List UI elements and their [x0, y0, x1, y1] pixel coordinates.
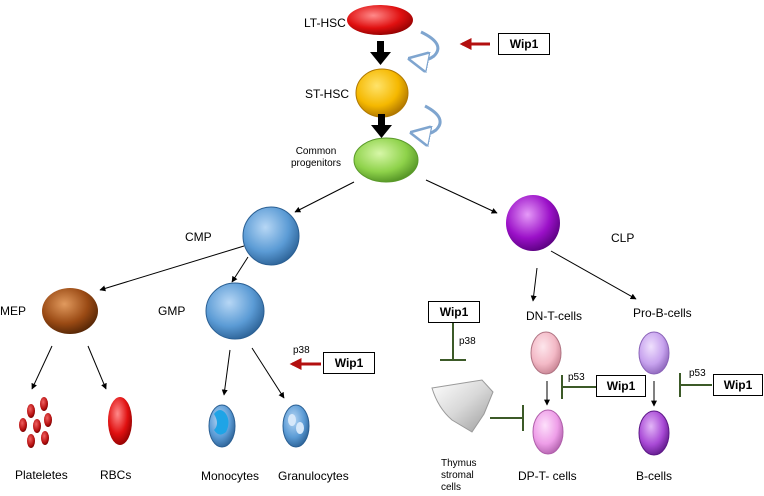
common-progenitors-cell [353, 137, 419, 183]
wip1-box-dp: Wip1 [596, 375, 646, 397]
self-renewal-flow [370, 41, 392, 138]
inhibition-lines [440, 322, 712, 431]
clp-label: CLP [611, 231, 635, 245]
self-renewal-arrow-st [418, 104, 442, 135]
thymus-stromal-shape [431, 379, 494, 433]
granulocyte-cell [282, 404, 310, 448]
lt-hsc-cell [347, 5, 413, 35]
p38-label-gmp: p38 [293, 345, 310, 356]
p53-label-b: p53 [689, 368, 706, 379]
wip1-box-top: Wip1 [498, 33, 550, 55]
dp-t-cells-label: DP-T- cells [518, 469, 577, 483]
lineage-arrows [31, 179, 657, 407]
cmp-cell [242, 206, 300, 266]
st-hsc-label: ST-HSC [305, 87, 350, 101]
wip1-box-thymus: Wip1 [428, 301, 480, 323]
platelets-cluster [19, 397, 52, 448]
plateletes-label: Plateletes [15, 468, 68, 482]
mep-label: MEP [0, 304, 27, 318]
gmp-label: GMP [158, 304, 186, 318]
thymus-stromal-cells-label: Thymus stromal cells [441, 458, 477, 493]
monocyte-cell [208, 404, 236, 448]
wip1-box-b: Wip1 [713, 374, 763, 396]
st-hsc-cell [355, 68, 409, 118]
mep-cell [42, 288, 98, 334]
b-cells-label: B-cells [636, 469, 673, 483]
dn-t-cells-label: DN-T-cells [526, 309, 582, 323]
p38-label-thymus: p38 [459, 336, 476, 347]
pro-b-cell [638, 331, 670, 375]
lt-hsc-label: LT-HSC [304, 16, 346, 30]
self-renewal-arrow-lt [416, 30, 440, 61]
monocytes-label: Monocytes [201, 469, 260, 483]
rbcs-label: RBCs [100, 468, 132, 482]
common-progenitors-label: Common progenitors [290, 146, 342, 169]
clp-cell [506, 195, 560, 251]
rbc-cell [108, 397, 132, 445]
dp-t-cell [532, 409, 564, 455]
wip1-box-gmp: Wip1 [323, 352, 375, 374]
b-cell [638, 410, 670, 456]
pro-b-cells-label: Pro-B-cells [633, 306, 692, 320]
cmp-label: CMP [185, 230, 212, 244]
gmp-cell [205, 282, 265, 340]
granulocytes-label: Granulocytes [278, 469, 349, 483]
p53-label-dp: p53 [568, 372, 585, 383]
dn-t-cell [530, 331, 562, 375]
